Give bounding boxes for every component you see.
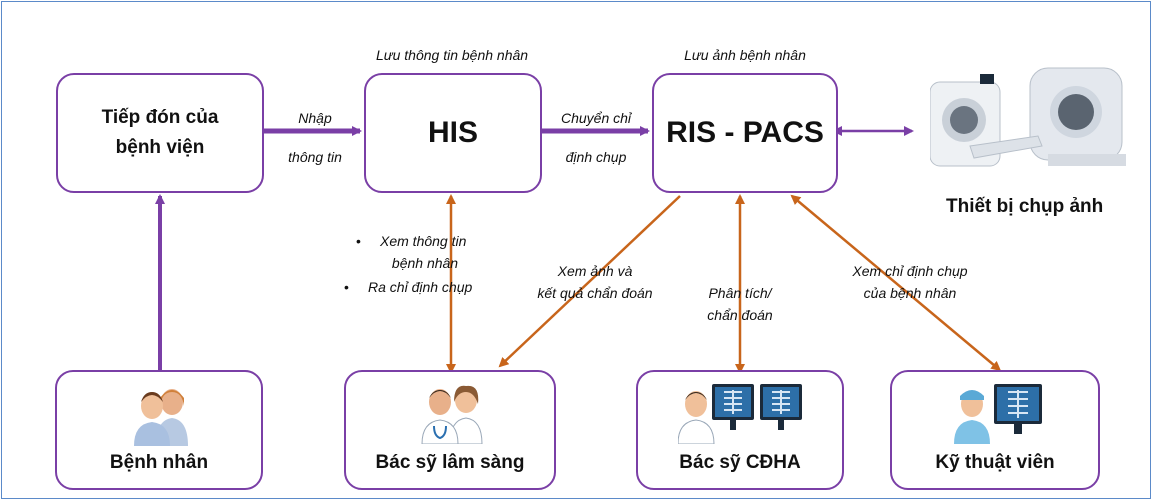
his-top-note: Lưu thông tin bệnh nhân — [375, 47, 529, 63]
doctors-icon — [421, 385, 483, 444]
pacs-top-note: Lưu ảnh bệnh nhân — [684, 47, 806, 63]
clinician-node: Bác sỹ lâm sàng — [344, 370, 556, 490]
his-node: HIS — [364, 73, 542, 193]
clinician-bullet-1: • Xem thông tin — [356, 230, 467, 252]
ris-pacs-node: RIS - PACS — [652, 73, 838, 193]
reception-label: Tiếp đón của bệnh viện — [101, 107, 219, 158]
patient-label: Bệnh nhân — [109, 452, 209, 473]
patient-node: Bệnh nhân — [55, 370, 263, 490]
ris-pacs-label: RIS - PACS — [666, 116, 824, 149]
radiologist-node: Bác sỹ CĐHA — [636, 370, 844, 490]
patient-icon — [134, 389, 188, 446]
clinician-bullet-2-text: Ra chỉ định chụp — [368, 279, 473, 295]
analyze-note-2: chẩn đoán — [707, 307, 773, 323]
bullet-dot: • — [356, 233, 361, 249]
enter-note-2: thông tin — [288, 149, 342, 165]
imaging-equipment-icon — [930, 67, 1126, 167]
analyze-note-1: Phân tích/ — [708, 285, 772, 301]
view-note-2: kết quả chẩn đoán — [537, 285, 653, 301]
bullet-dot: • — [344, 279, 349, 295]
reception-node: Tiếp đón của bệnh viện — [56, 73, 264, 193]
arrow-technician-pacs — [790, 194, 1002, 372]
his-label: HIS — [427, 116, 478, 149]
clinician-bullet-1-line-2: bệnh nhân — [391, 255, 459, 271]
transfer-note-1: Chuyển chỉ — [560, 110, 632, 126]
enter-note-1: Nhập — [298, 110, 332, 126]
technician-node: Kỹ thuật viên — [890, 370, 1100, 490]
technician-icon — [954, 384, 1042, 444]
transfer-note-2: định chụp — [565, 149, 627, 165]
equipment-label: Thiết bị chụp ảnh — [946, 196, 1104, 217]
technician-label: Kỹ thuật viên — [935, 452, 1055, 473]
arrow-pacs-clinician — [498, 195, 681, 368]
view-note-1: Xem ảnh và — [557, 263, 633, 279]
clinician-label: Bác sỹ lâm sàng — [375, 452, 525, 473]
clinician-bullet-1-line-1: Xem thông tin — [380, 233, 467, 249]
order-note-2: của bệnh nhân — [863, 285, 957, 301]
clinician-bullet-2: • Ra chỉ định chụp — [344, 276, 473, 298]
order-note-1: Xem chỉ định chụp — [852, 263, 968, 279]
radiologist-icon — [678, 384, 802, 444]
radiologist-label: Bác sỹ CĐHA — [679, 452, 801, 473]
